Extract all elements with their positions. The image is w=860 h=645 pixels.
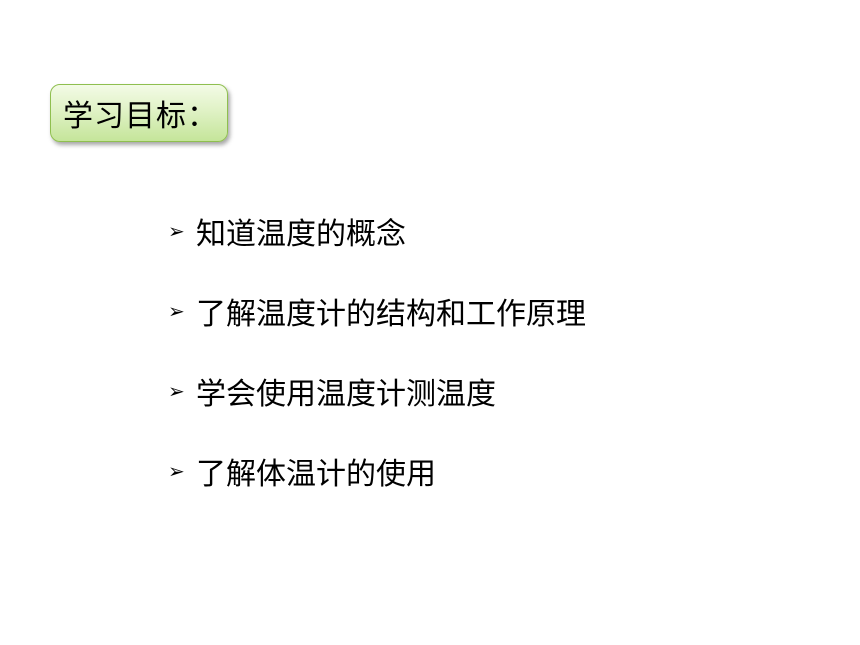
arrow-bullet-icon: ➢ xyxy=(168,459,185,483)
slide-title: 学习目标： xyxy=(63,99,218,134)
title-box: 学习目标： xyxy=(50,84,228,142)
list-item: ➢ 了解温度计的结构和工作原理 xyxy=(168,284,586,338)
arrow-bullet-icon: ➢ xyxy=(168,219,185,243)
arrow-bullet-icon: ➢ xyxy=(168,379,185,403)
list-item: ➢ 学会使用温度计测温度 xyxy=(168,364,586,418)
arrow-bullet-icon: ➢ xyxy=(168,299,185,323)
bullet-text: 了解温度计的结构和工作原理 xyxy=(196,297,586,332)
bullet-text: 了解体温计的使用 xyxy=(196,457,436,492)
bullet-list: ➢ 知道温度的概念 ➢ 了解温度计的结构和工作原理 ➢ 学会使用温度计测温度 ➢… xyxy=(168,204,586,524)
list-item: ➢ 知道温度的概念 xyxy=(168,204,586,258)
bullet-text: 知道温度的概念 xyxy=(196,217,406,252)
list-item: ➢ 了解体温计的使用 xyxy=(168,444,586,498)
bullet-text: 学会使用温度计测温度 xyxy=(196,377,496,412)
